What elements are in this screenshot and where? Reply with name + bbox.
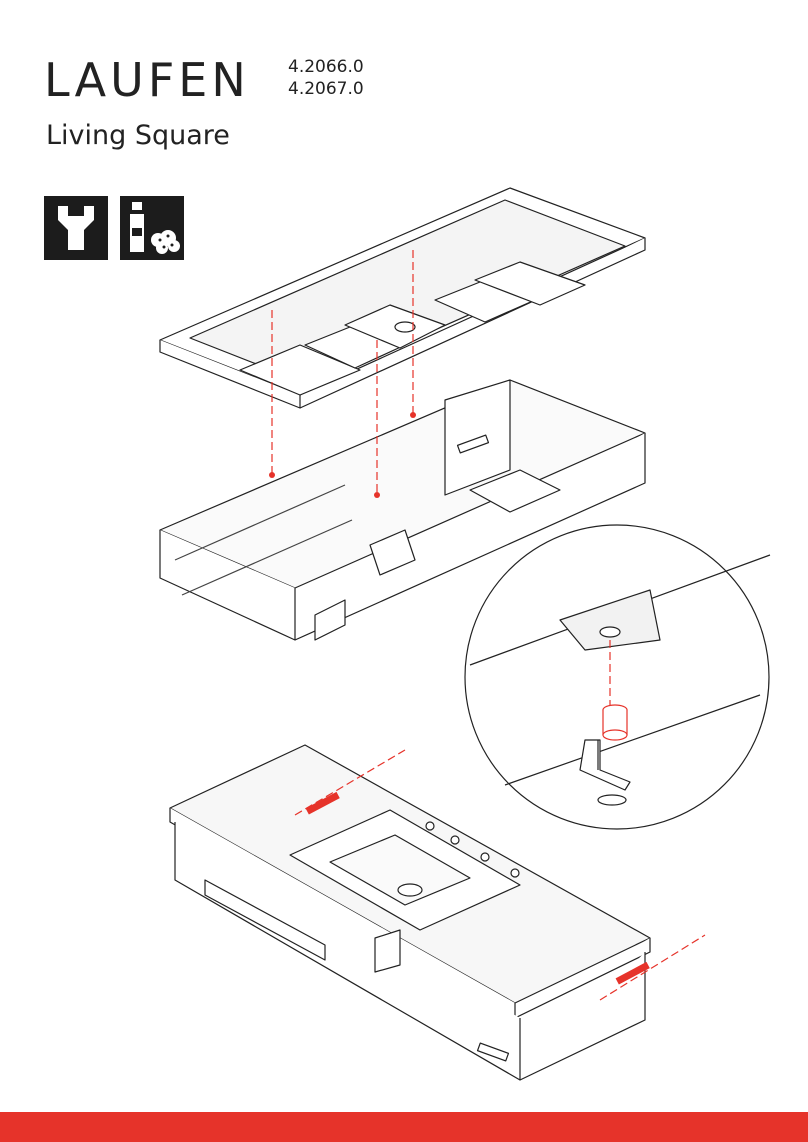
product-code-1: 4.2066.0: [288, 56, 364, 78]
footer-accent-bar: [0, 1112, 808, 1142]
detail-circle-drawing: [465, 525, 770, 829]
brand-logo: LAUFEN: [44, 52, 284, 102]
product-codes: 4.2066.0 4.2067.0: [288, 56, 364, 100]
assembly-illustration: [0, 170, 808, 1100]
basin-frame-drawing: [160, 188, 645, 408]
product-code-2: 4.2067.0: [288, 78, 364, 100]
brand-name: LAUFEN: [44, 53, 250, 102]
product-name: Living Square: [46, 120, 230, 151]
